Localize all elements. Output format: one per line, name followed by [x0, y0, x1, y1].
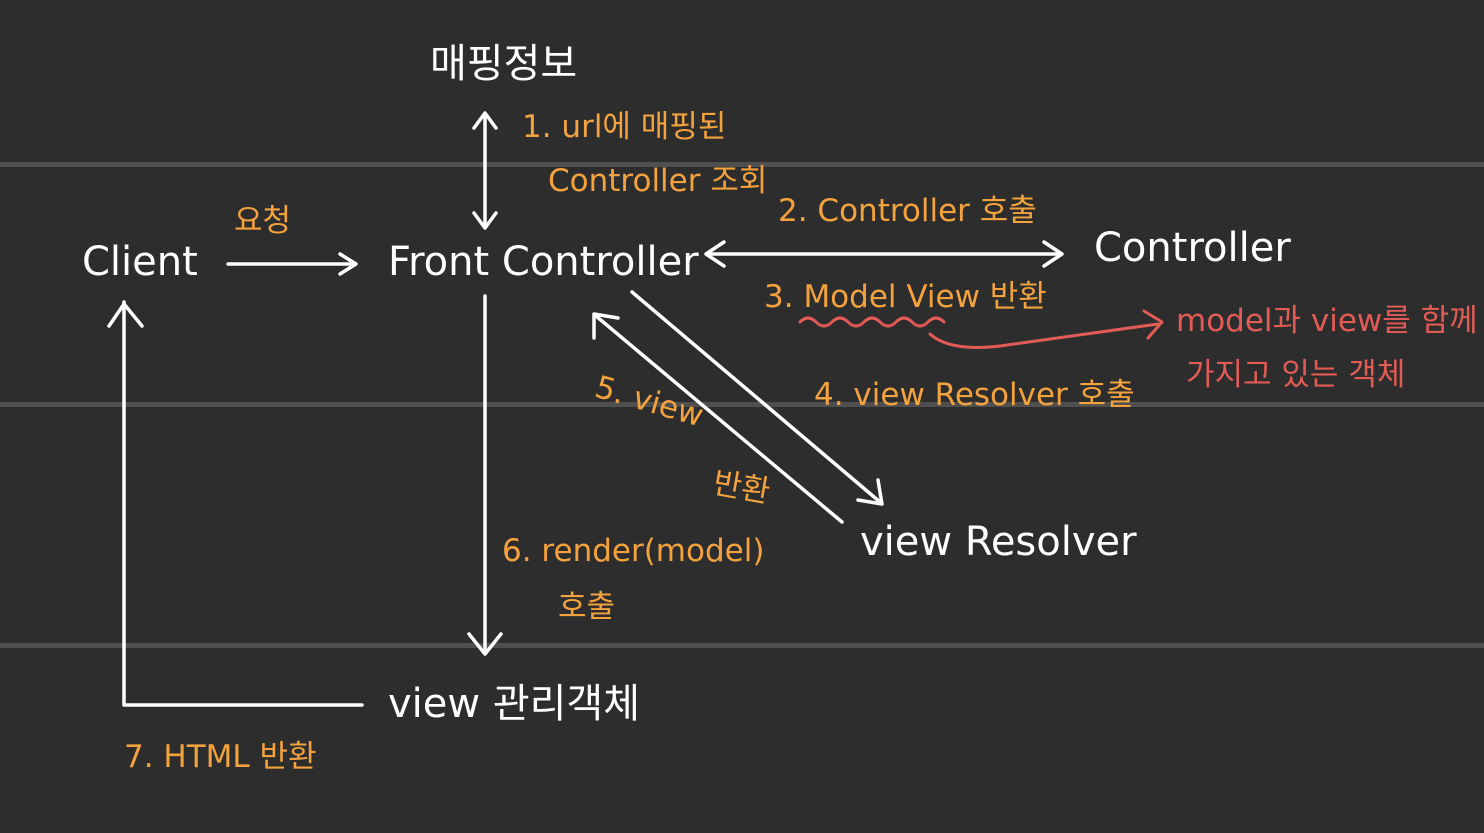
- arrow-front-to-resolver: [630, 290, 882, 504]
- arrowhead-to-resolver: [856, 478, 884, 506]
- arrowhead-to-view-object: [467, 632, 503, 656]
- step-3-suffix: 반환: [979, 279, 1047, 315]
- step-7-label: 7. HTML 반환: [124, 739, 317, 775]
- step-1-line-2: Controller 조회: [548, 163, 768, 199]
- step-2-label: 2. Controller 호출: [778, 193, 1037, 229]
- ruled-line-1: [0, 162, 1484, 167]
- node-client: Client: [82, 239, 198, 285]
- arrowhead-to-front: [592, 312, 620, 340]
- squiggle-underline: [798, 316, 946, 328]
- ruled-line-3: [0, 643, 1484, 648]
- ruled-line-2: [0, 402, 1484, 407]
- node-controller: Controller: [1094, 225, 1291, 271]
- annotation-line-1: model과 view를 함께: [1176, 303, 1478, 339]
- arrowhead-to-client: [107, 302, 144, 328]
- annotation-arrow: [928, 322, 1160, 349]
- arrowhead-client-front: [338, 252, 358, 276]
- node-view-resolver: view Resolver: [860, 519, 1137, 565]
- arrow-resolver-to-front: [594, 314, 844, 524]
- step-6-line-2: 호출: [558, 589, 616, 625]
- node-view-object: view 관리객체: [388, 681, 641, 727]
- step-4-label: 4. view Resolver 호출: [814, 377, 1135, 413]
- step-6-line-1: 6. render(model): [502, 533, 765, 569]
- arrowhead-mapping-down: [472, 211, 498, 230]
- step-1-line-1: 1. url에 매핑된: [522, 109, 727, 145]
- annotation-line-2: 가지고 있는 객체: [1186, 357, 1406, 393]
- step-3-label: 3. Model View 반환: [764, 282, 1047, 313]
- node-front-controller: Front Controller: [388, 239, 699, 285]
- node-mapping-info: 매핑정보: [430, 41, 578, 87]
- arrow-view-object-to-client: [122, 300, 364, 707]
- arrowhead-controller-right: [1042, 240, 1064, 268]
- arrowhead-mapping-up: [472, 111, 498, 130]
- request-label: 요청: [234, 203, 292, 239]
- step-5-line-2: 반환: [710, 465, 773, 511]
- step-3-prefix: 3.: [764, 279, 804, 315]
- step-3-model-view: Model View: [803, 279, 980, 315]
- annotation-arrowhead: [1142, 309, 1164, 340]
- arrowhead-front-left: [704, 240, 726, 268]
